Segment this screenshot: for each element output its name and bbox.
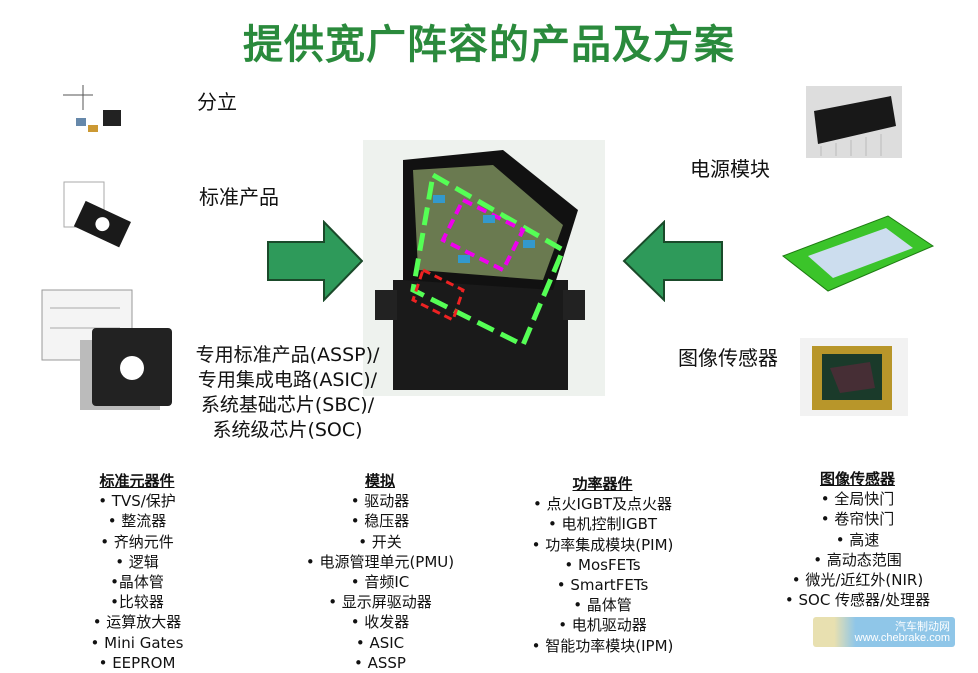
watermark-name: 汽车制动网	[895, 621, 950, 633]
list-item: • 卷帘快门	[820, 510, 895, 529]
list-item: • 晶体管	[573, 596, 632, 615]
list-item: • 齐纳元件	[100, 532, 174, 551]
list-item: • 电机控制IGBT	[547, 515, 658, 534]
label-power-module: 电源模块	[690, 157, 770, 181]
list-item: • ASIC	[355, 633, 405, 652]
list-item: • 功率集成模块(PIM)	[531, 535, 674, 554]
list-item: • 高动态范围	[813, 550, 902, 569]
list-item: • 电机驱动器	[558, 616, 647, 635]
column-image-sensors: 图像传感器 • 全局快门 • 卷帘快门 • 高速 • 高动态范围 • 微光/近红…	[770, 469, 945, 610]
list-item: • 显示屏驱动器	[328, 593, 432, 612]
list-item: •晶体管	[110, 573, 164, 592]
watermark-url: www.chebrake.com	[854, 632, 950, 644]
label-standard-products: 标准产品	[199, 185, 279, 209]
image-sensor-image	[800, 338, 908, 416]
standard-product-image	[63, 181, 131, 248]
asic-line: 专用标准产品(ASSP)/	[195, 344, 380, 366]
list-item: • 微光/近红外(NIR)	[791, 571, 924, 590]
list-item: • 点火IGBT及点火器	[532, 495, 673, 514]
column-heading: 图像传感器	[819, 470, 895, 488]
watermark-logo: 汽车制动网 www.chebrake.com	[813, 617, 955, 647]
list-item: • 整流器	[107, 512, 167, 531]
list-item: • 逻辑	[115, 552, 159, 571]
list-item: • MosFETs	[564, 555, 641, 574]
asic-line: 系统基础芯片(SBC)/	[200, 394, 375, 416]
label-discrete: 分立	[197, 90, 237, 114]
list-item: •比较器	[110, 593, 164, 612]
list-item: • 收发器	[350, 613, 410, 632]
list-item: • 开关	[358, 532, 402, 551]
asic-chip-image	[41, 289, 172, 410]
power-module-green-image	[781, 215, 935, 292]
asic-line: 系统级芯片(SOC)	[212, 419, 363, 441]
list-item: • 音频IC	[350, 573, 410, 592]
list-item: • ASSP	[354, 653, 406, 672]
list-item: • TVS/保护	[98, 492, 176, 511]
list-item: • 稳压器	[350, 512, 410, 531]
column-heading: 标准元器件	[99, 472, 175, 490]
column-heading: 功率器件	[572, 475, 633, 493]
list-item: • 智能功率模块(IPM)	[531, 636, 674, 655]
list-item: • 高速	[835, 530, 880, 549]
column-analog: 模拟 • 驱动器 • 稳压器 • 开关 • 电源管理单元(PMU) • 音频IC…	[270, 471, 490, 673]
list-item: • EEPROM	[98, 653, 176, 672]
list-item: • 运算放大器	[92, 613, 182, 632]
list-item: • SmartFETs	[556, 576, 649, 595]
column-heading: 模拟	[364, 472, 395, 490]
label-asic-assp: 专用标准产品(ASSP)/ 专用集成电路(ASIC)/ 系统基础芯片(SBC)/…	[175, 343, 400, 443]
column-power-devices: 功率器件 • 点火IGBT及点火器 • 电机控制IGBT • 功率集成模块(PI…	[510, 474, 695, 656]
ecu-module-image	[363, 140, 605, 396]
left-arrow-icon	[622, 220, 723, 302]
list-item: • SOC 传感器/处理器	[784, 591, 931, 610]
list-item: • 驱动器	[350, 492, 410, 511]
slide-title: 提供宽广阵容的产品及方案	[243, 22, 735, 68]
list-item: • 电源管理单元(PMU)	[305, 552, 455, 571]
right-arrow-icon	[267, 220, 364, 302]
asic-line: 专用集成电路(ASIC)/	[197, 369, 378, 391]
power-module-image	[806, 86, 902, 158]
list-item: • 全局快门	[820, 490, 895, 509]
column-standard-components: 标准元器件 • TVS/保护 • 整流器 • 齐纳元件 • 逻辑 •晶体管 •比…	[62, 471, 212, 673]
label-image-sensor: 图像传感器	[678, 346, 778, 370]
list-item: • Mini Gates	[90, 633, 184, 652]
discrete-components-image	[63, 85, 121, 132]
